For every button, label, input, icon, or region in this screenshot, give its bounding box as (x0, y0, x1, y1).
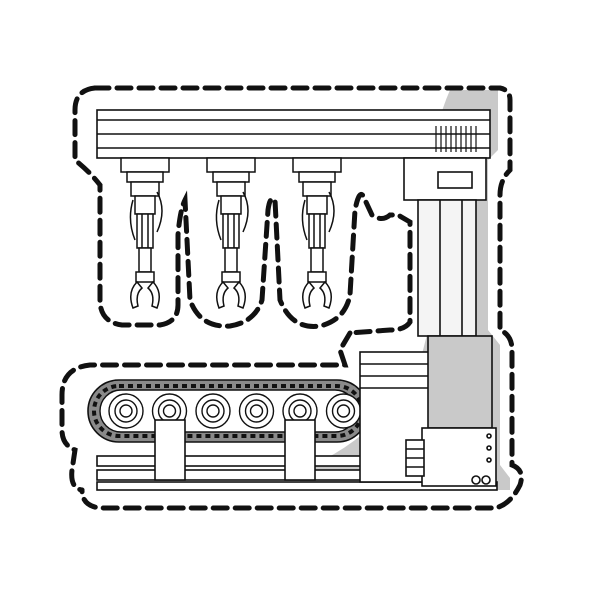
dashed-cut-outline-left (72, 85, 413, 336)
support-column (403, 157, 487, 337)
control-cabinet (359, 335, 497, 487)
robot-arms (120, 157, 342, 309)
dashed-cut-outline-lower (59, 330, 353, 493)
robot-arm-1 (120, 157, 170, 309)
roller-1 (108, 393, 144, 429)
roller-6 (325, 393, 362, 429)
robot-arm-3 (292, 157, 342, 309)
conveyor-base (96, 419, 498, 491)
vent-grille (435, 126, 477, 152)
roller-3 (195, 393, 231, 429)
robot-arm-2 (206, 157, 256, 309)
roller-4 (238, 393, 275, 429)
dashed-cut-outline-upper (79, 85, 524, 511)
conveyor-rollers (108, 393, 362, 429)
gantry-beam (96, 109, 491, 159)
